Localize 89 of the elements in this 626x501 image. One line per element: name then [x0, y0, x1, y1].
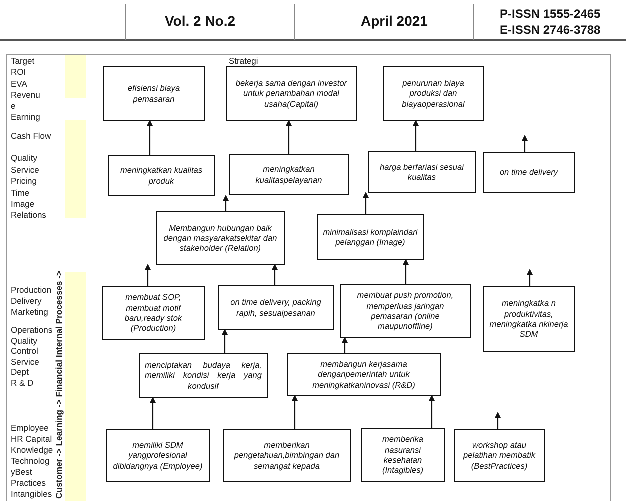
strategy-box: [223, 429, 351, 482]
measure-label: e: [11, 101, 16, 111]
measure-label: ROI: [11, 67, 26, 77]
strategy-box: [156, 211, 285, 265]
box-text: memberika nasuransi kesehatan (Intagibles): [381, 434, 425, 476]
box-text: memiliki SDM yangprofesional dibidangnya (Employee): [112, 440, 204, 471]
box-text: meningkatkan kualitaspelayanan: [254, 164, 324, 185]
measure-label: Dept: [11, 367, 29, 377]
strategy-box: [483, 286, 575, 352]
measure-label: Image: [11, 199, 35, 209]
measure-label: Revenu: [11, 90, 40, 100]
box-text: menciptakan budaya kerja, memiliki kondisi kerja yang kondusif: [145, 360, 262, 391]
arrow: [342, 337, 348, 353]
strategy-box: [483, 152, 575, 193]
arrow: [403, 259, 409, 284]
box-text: meningkatkan kualitas produk: [119, 165, 204, 186]
arrow: [272, 264, 278, 285]
strategy-box: [108, 155, 215, 196]
strategy-box: [383, 66, 484, 121]
strategy-box: [103, 66, 205, 121]
box-text: minimalisasi komplaindari pelanggan (Image): [323, 226, 418, 248]
measure-label: Knowledge: [11, 445, 54, 455]
arrow: [429, 395, 435, 428]
measure-label: yBest: [11, 467, 32, 477]
measure-label: Production: [11, 285, 52, 295]
measure-label: Control: [11, 346, 38, 356]
arrow: [223, 195, 229, 211]
column-heading: Strategi: [229, 56, 258, 66]
arrow: [413, 120, 419, 151]
strategy-box: [226, 66, 357, 121]
box-text: membuat SOP, membuat motif baru,ready stok (Production): [124, 292, 184, 334]
arrow: [522, 135, 528, 152]
measure-label: EVA: [11, 79, 28, 89]
header-text: E-ISSN 2746-3788: [500, 23, 601, 37]
box-text: membuat push promotion, memperluas jaringan pemasaran (online maupunoffline): [356, 290, 455, 332]
measure-label: Technolog: [11, 456, 50, 466]
measure-label: HR Capital: [11, 434, 52, 444]
arrow: [527, 269, 533, 286]
measure-label: Employee: [11, 423, 49, 433]
measure-label: R & D: [11, 378, 34, 388]
box-text: membangun kerjasama denganpemerintah untuk meningkatkaninovasi (R&D): [312, 359, 416, 390]
arrow: [145, 264, 151, 286]
header-text: April 2021: [361, 13, 428, 29]
arrow: [222, 329, 228, 353]
measure-label: Earning: [11, 112, 40, 122]
perspective-axis-label: Customer -> Learning -> Financial Internal Processes ->: [54, 270, 64, 499]
box-text: meningkatka n produktivitas, meningkatka nkinerja SDM: [489, 298, 569, 340]
strategy-box: [454, 429, 545, 482]
strategy-box: [102, 286, 205, 340]
box-text: harga berfariasi sesuai kualitas: [379, 162, 466, 182]
measure-label: Practices: [11, 478, 46, 488]
box-text: on time delivery, packing rapih, sesuaipesanan: [230, 297, 322, 318]
arrow: [292, 395, 298, 429]
box-text: bekerja sama dengan investor untuk penambahan modal usaha(Capital): [234, 78, 348, 109]
arrow: [286, 120, 292, 154]
strategy-box: [139, 353, 268, 398]
measure-label: Pricing: [11, 176, 37, 186]
measure-label: Quality: [11, 336, 38, 346]
strategy-box: [229, 154, 349, 195]
box-text: penurunan biaya produksi dan biayaoperasional: [401, 78, 466, 109]
box-text: memberikan pengetahuan,bimbingan dan semangat kepada: [233, 440, 341, 471]
strategy-box: [106, 429, 210, 482]
measure-label: Cash Flow: [11, 131, 52, 141]
measure-label: Intangibles: [11, 489, 52, 499]
measure-label: Quality: [11, 153, 38, 163]
measure-label: Relations: [11, 210, 46, 220]
box-text: Membangun hubungan baik dengan masyarakatsekitar dan stakeholder (Relation): [162, 222, 278, 254]
strategy-box: [317, 214, 424, 260]
measure-label: Marketing: [11, 307, 48, 317]
header-text: P-ISSN 1555-2465: [500, 7, 601, 21]
measure-label: Service: [11, 357, 40, 367]
arrow: [495, 412, 501, 429]
measure-label: Time: [11, 188, 30, 198]
arrow: [150, 397, 156, 429]
strategy-box: [368, 151, 476, 193]
box-text: efisiensi biaya pemasaran: [126, 83, 182, 104]
box-text: on time delivery: [498, 167, 560, 178]
measure-label: Target: [11, 56, 35, 66]
arrow: [363, 192, 369, 214]
measure-label: Operations: [11, 325, 53, 335]
measure-label: Delivery: [11, 296, 42, 306]
header-text: Vol. 2 No.2: [165, 13, 236, 29]
strategy-box: [218, 285, 334, 330]
arrow: [147, 120, 153, 155]
strategy-box: [361, 428, 445, 482]
box-text: workshop atau pelatihan membatik (BestPractices): [462, 440, 537, 471]
strategy-box: [340, 284, 471, 338]
measure-label: Service: [11, 165, 40, 175]
strategy-box: [287, 353, 441, 396]
